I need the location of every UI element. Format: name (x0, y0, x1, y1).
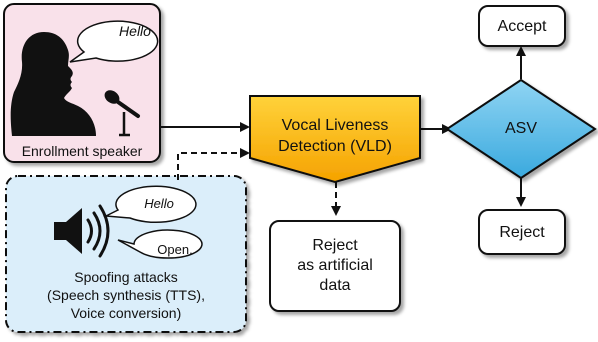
enrollment-speech-text: Hello (119, 23, 151, 39)
vld-label-line2: Detection (VLD) (278, 138, 392, 155)
spoofing-panel (5, 175, 247, 333)
asv-label: ASV (504, 120, 537, 137)
loudspeaker-icon (54, 204, 110, 258)
spoof-to-vld-arrow (177, 148, 250, 180)
spoof-caption-line2: (Speech synthesis (TTS), (47, 287, 205, 303)
reject-asv-box: Reject (478, 209, 566, 255)
spoof-speech-bubble-1 (103, 185, 197, 224)
vld-label-line1: Vocal Liveness (281, 117, 389, 134)
spoof-speech-text-2: Open. (157, 242, 193, 257)
reject-vld-line1: Reject (312, 237, 358, 254)
spoof-speech-text-1: Hello (144, 196, 174, 211)
enrollment-panel (3, 3, 161, 163)
spoof-speech-bubble-2 (117, 229, 203, 259)
vld-hexagon (249, 95, 421, 184)
accept-label: Accept (497, 17, 547, 35)
enrollment-caption: Enrollment speaker (21, 143, 143, 159)
speaker-silhouette-icon (10, 32, 96, 136)
enrollment-speech-bubble (69, 20, 159, 63)
reject-vld-line3: data (319, 277, 351, 294)
microphone-icon (104, 90, 140, 137)
reject-asv-label: Reject (499, 223, 545, 241)
spoof-caption-line3: Voice conversion) (70, 305, 182, 321)
reject-vld-box: Reject as artificial data (269, 220, 401, 312)
reject-vld-line2: as artificial (297, 257, 373, 274)
accept-box: Accept (478, 5, 566, 47)
spoof-caption-line1: Spoofing attacks (74, 269, 178, 285)
asv-diamond (445, 78, 597, 180)
